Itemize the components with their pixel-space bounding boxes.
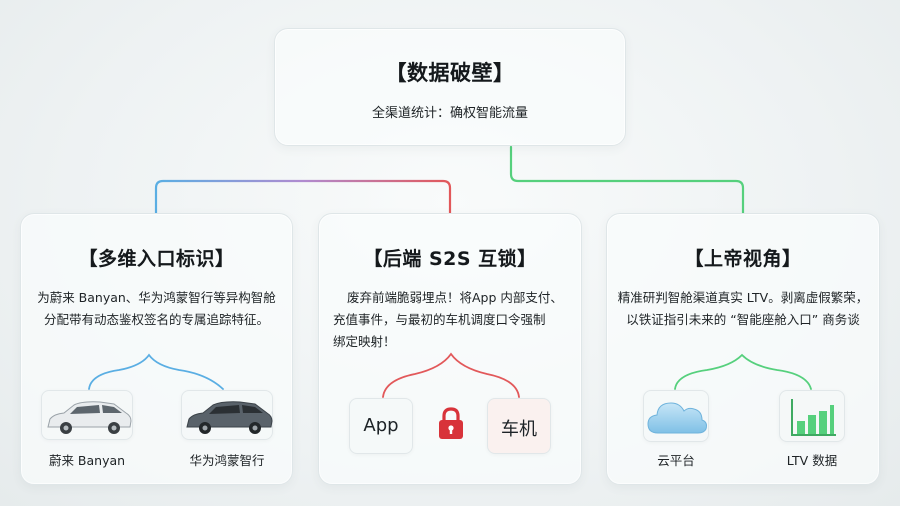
top-title: 【数据破壁】: [385, 61, 515, 85]
panel-multi-entry: 【多维入口标识】 为蔚来 Banyan、华为鸿蒙智行等异构智舱 分配带有动态鉴权…: [20, 213, 293, 485]
car-label-nio: 蔚来 Banyan: [48, 453, 126, 468]
connector-green: [509, 145, 745, 215]
car-unit-label: 车机: [501, 419, 537, 440]
car-tile-nio: [41, 390, 133, 440]
white-suv-car-icon: [47, 401, 132, 434]
car-unit-tile: 车机: [487, 398, 551, 454]
app-tile: App: [349, 398, 413, 454]
gray-suv-car-icon: [186, 401, 273, 434]
brace-icon: [382, 352, 520, 398]
car-label-huawei: 华为鸿蒙智行: [189, 453, 265, 468]
panel-title: 【多维入口标识】: [78, 248, 235, 270]
car-tile-huawei: [181, 390, 273, 440]
panel-desc: 废弃前端脆弱埋点！将App 内部支付、 充值事件，与最初的车机调度口令强制 绑定…: [333, 290, 563, 349]
panel-desc: 为蔚来 Banyan、华为鸿蒙智行等异构智舱 分配带有动态鉴权签名的专属追踪特征…: [37, 290, 276, 327]
panel-title: 【后端 S2S 互锁】: [363, 248, 537, 270]
cloud-icon: [647, 402, 707, 434]
top-card: 【数据破壁】 全渠道统计：确权智能流量: [274, 28, 626, 146]
app-label: App: [363, 415, 399, 436]
panel-god-view: 【上帝视角】 精准研判智舱渠道真实 LTV。剥离虚假繁荣， 以铁证指引未来的 “…: [606, 213, 880, 485]
panel-s2s-lock: 【后端 S2S 互锁】 废弃前端脆弱埋点！将App 内部支付、 充值事件，与最初…: [318, 213, 582, 485]
brace-icon: [88, 353, 224, 390]
cloud-label: 云平台: [657, 453, 695, 468]
connector-blue-red: [154, 179, 452, 215]
red-lock-icon: [439, 407, 463, 439]
chart-label: LTV 数据: [786, 453, 838, 468]
panel-title: 【上帝视角】: [684, 248, 802, 270]
panel-desc: 精准研判智舱渠道真实 LTV。剥离虚假繁荣， 以铁证指引未来的 “智能座舱入口”…: [617, 290, 869, 327]
top-subtitle: 全渠道统计：确权智能流量: [371, 106, 528, 121]
chart-tile: [779, 390, 845, 442]
brace-icon: [674, 353, 812, 390]
cloud-tile: [643, 390, 709, 442]
bar-chart-icon: [791, 399, 836, 436]
